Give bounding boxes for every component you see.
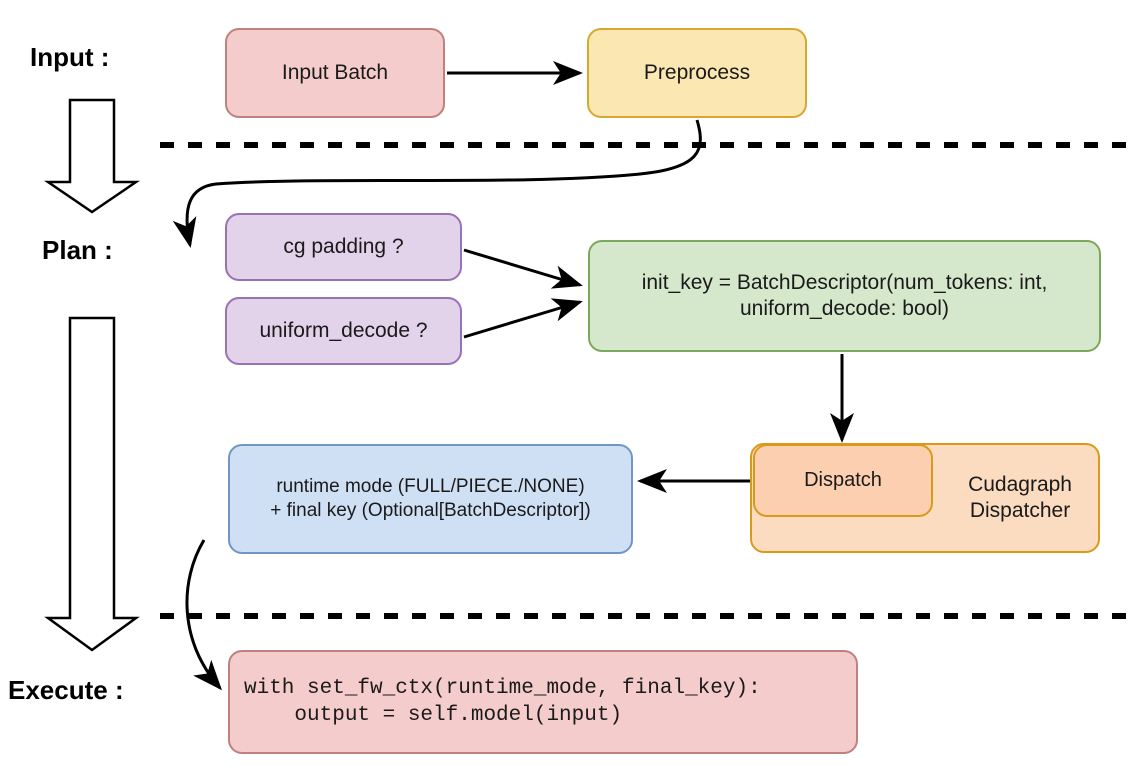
node-runtime-mode[interactable]: runtime mode (FULL/PIECE./NONE) + final … <box>228 444 633 554</box>
node-init-key[interactable]: init_key = BatchDescriptor(num_tokens: i… <box>588 240 1101 352</box>
node-dispatch[interactable]: Dispatch <box>753 444 933 517</box>
stage-label-input: Input : <box>30 42 110 72</box>
arrow-runtime-to-execute <box>185 539 222 691</box>
node-preprocess-label: Preprocess <box>643 60 751 84</box>
node-execute-code-label: with set_fw_ctx(runtime_mode, final_key)… <box>244 676 761 727</box>
stage-arrow-input-to-plan <box>43 98 141 214</box>
stage-label-execute: Execute : <box>8 675 124 705</box>
node-preprocess[interactable]: Preprocess <box>587 28 807 118</box>
node-dispatch-label: Dispatch <box>804 469 882 491</box>
node-execute-code[interactable]: with set_fw_ctx(runtime_mode, final_key)… <box>228 650 858 754</box>
node-cg-padding[interactable]: cg padding ? <box>225 213 462 281</box>
node-init-key-label: init_key = BatchDescriptor(num_tokens: i… <box>641 270 1048 320</box>
node-runtime-mode-label: runtime mode (FULL/PIECE./NONE) + final … <box>270 476 591 521</box>
node-uniform-decode[interactable]: uniform_decode ? <box>225 297 462 365</box>
node-input-batch-label: Input Batch <box>281 60 389 84</box>
node-cudagraph-dispatcher-label: Cudagraph Dispatcher <box>968 472 1072 522</box>
stage-arrow-plan-to-execute <box>44 316 140 652</box>
node-uniform-decode-label: uniform_decode ? <box>259 318 428 342</box>
node-cg-padding-label: cg padding ? <box>283 234 404 258</box>
stage-label-plan: Plan : <box>42 235 113 265</box>
node-input-batch[interactable]: Input Batch <box>225 28 445 118</box>
arrow-uniform-to-initkey <box>463 298 583 339</box>
arrow-cgpadding-to-initkey <box>463 248 583 289</box>
